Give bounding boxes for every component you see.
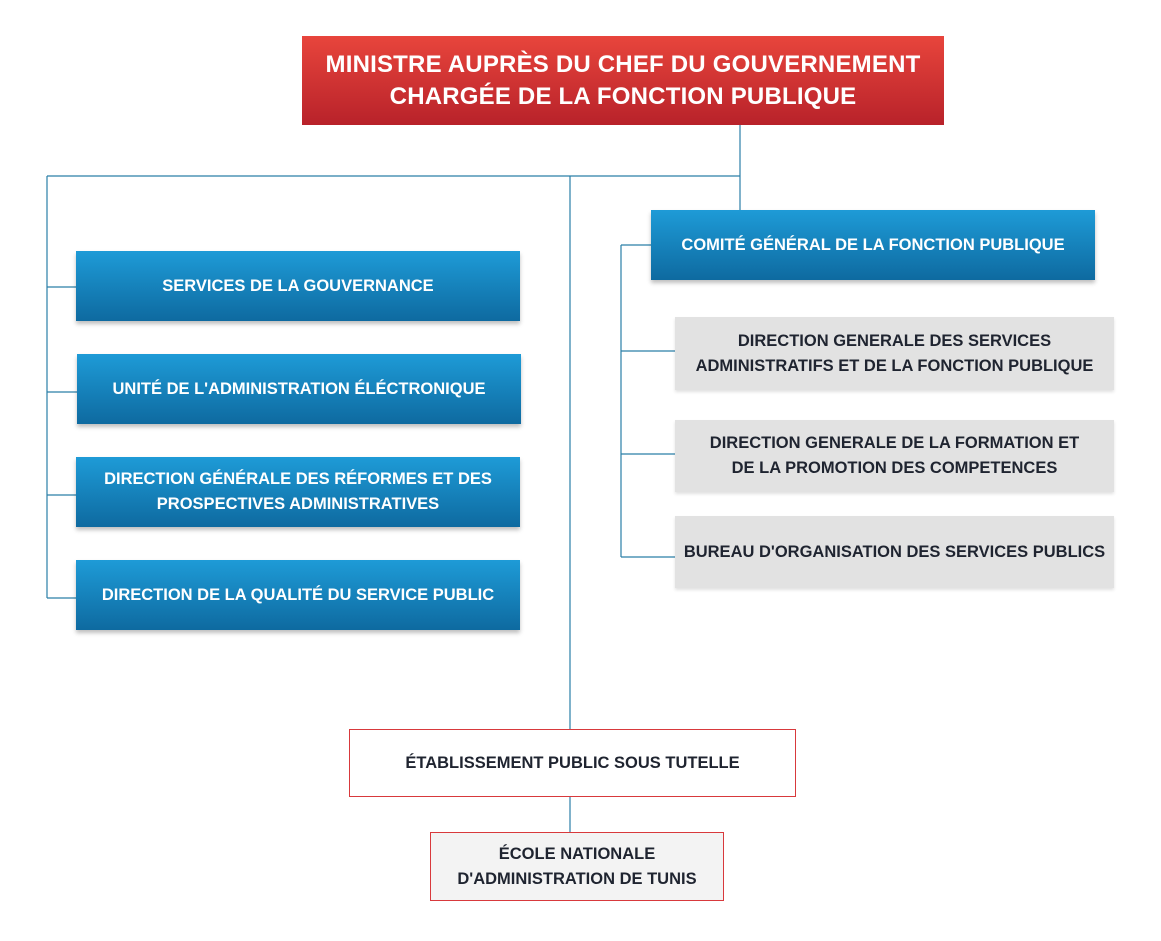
- public-establishment-label: ÉTABLISSEMENT PUBLIC SOUS TUTELLE: [405, 753, 740, 772]
- unit-box-governance: SERVICES DE LA GOUVERNANCE: [76, 251, 520, 321]
- unit-label: UNITÉ DE L'ADMINISTRATION ÉLÉCTRONIQUE: [112, 379, 486, 398]
- unit-label: DIRECTION DE LA QUALITÉ DU SERVICE PUBLI…: [101, 585, 495, 604]
- committee-unit-label: DIRECTION GENERALE DE LA FORMATION ET DE…: [709, 434, 1080, 477]
- committee-box: COMITÉ GÉNÉRAL DE LA FONCTION PUBLIQUE: [651, 210, 1095, 280]
- unit-label: DIRECTION GÉNÉRALE DES RÉFORMES ET DES P…: [104, 470, 492, 513]
- unit-label: SERVICES DE LA GOUVERNANCE: [162, 276, 434, 295]
- committee-unit-label: BUREAU D'ORGANISATION DES SERVICES PUBLI…: [683, 542, 1106, 561]
- committee-label: COMITÉ GÉNÉRAL DE LA FONCTION PUBLIQUE: [681, 235, 1065, 254]
- unit-box-e-administration: UNITÉ DE L'ADMINISTRATION ÉLÉCTRONIQUE: [77, 354, 521, 424]
- ministry-box: MINISTRE AUPRÈS DU CHEF DU GOUVERNEMENT …: [302, 36, 944, 125]
- committee-unit-box: DIRECTION GENERALE DE LA FORMATION ET DE…: [675, 420, 1114, 492]
- unit-box-reforms: DIRECTION GÉNÉRALE DES RÉFORMES ET DES P…: [76, 457, 520, 527]
- public-establishment-box: ÉTABLISSEMENT PUBLIC SOUS TUTELLE: [349, 729, 796, 797]
- committee-unit-label: DIRECTION GENERALE DES SERVICES ADMINIST…: [695, 331, 1094, 375]
- school-box: ÉCOLE NATIONALE D'ADMINISTRATION DE TUNI…: [430, 832, 724, 901]
- unit-box-quality: DIRECTION DE LA QUALITÉ DU SERVICE PUBLI…: [76, 560, 520, 630]
- school-label: ÉCOLE NATIONALE D'ADMINISTRATION DE TUNI…: [457, 844, 697, 888]
- ministry-title: MINISTRE AUPRÈS DU CHEF DU GOUVERNEMENT …: [325, 50, 921, 110]
- committee-unit-box: DIRECTION GENERALE DES SERVICES ADMINIST…: [675, 317, 1114, 390]
- committee-unit-box: BUREAU D'ORGANISATION DES SERVICES PUBLI…: [675, 516, 1114, 588]
